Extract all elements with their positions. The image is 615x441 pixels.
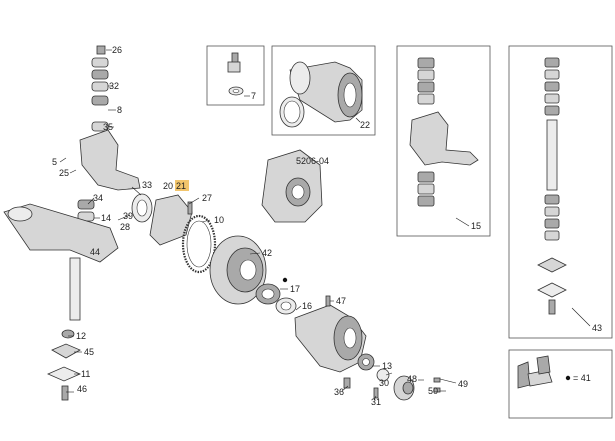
callout-34[interactable]: 34 [93, 193, 103, 203]
callout-27[interactable]: 27 [202, 193, 212, 203]
callout-31[interactable]: 31 [371, 397, 381, 407]
callout-47[interactable]: 47 [336, 296, 346, 306]
callout-16[interactable]: 16 [302, 301, 312, 311]
callout-28[interactable]: 28 [120, 222, 130, 232]
callout-5206-04[interactable]: 5206-04 [296, 156, 329, 166]
callout-39[interactable]: 39 [123, 211, 133, 221]
callout-11[interactable]: 11 [81, 369, 90, 379]
callout-43[interactable]: 43 [592, 323, 602, 333]
inset-box-22[interactable] [271, 45, 376, 136]
housing-5206-04-group [261, 149, 323, 223]
callout-21[interactable]: 21 [176, 181, 186, 191]
abs-ring-group [181, 214, 217, 274]
callout-48[interactable]: 48 [407, 374, 417, 384]
callout-46[interactable]: 46 [77, 384, 87, 394]
highlight-21 [175, 180, 189, 191]
callout-45[interactable]: 45 [84, 347, 94, 357]
callout-25[interactable]: 25 [59, 168, 69, 178]
callout-7[interactable]: 7 [251, 91, 256, 101]
callout-32[interactable]: 32 [109, 81, 119, 91]
callout-35[interactable]: 35 [103, 122, 113, 132]
callout-14[interactable]: 14 [101, 213, 111, 223]
inset-box-7[interactable] [206, 45, 265, 106]
legend-equals-41: = 41 [573, 373, 591, 383]
callout-8[interactable]: 8 [117, 105, 122, 115]
callout-22[interactable]: 22 [360, 120, 370, 130]
callout-26[interactable]: 26 [112, 45, 122, 55]
tool-group [517, 355, 571, 389]
hub-housing-group [279, 61, 363, 128]
bracket-group [131, 193, 193, 246]
steering-knuckle-group [3, 45, 141, 401]
inset-box-41[interactable] [508, 349, 613, 419]
bearing-seal-group [255, 277, 297, 315]
inset-box-15[interactable] [396, 45, 491, 237]
wheel-hub-group [294, 295, 367, 373]
callout-33[interactable]: 33 [142, 180, 152, 190]
callout-30[interactable]: 30 [379, 378, 389, 388]
callout-20[interactable]: 20 [163, 181, 173, 191]
outer-bearing-group [343, 353, 441, 401]
callout-13[interactable]: 13 [382, 361, 392, 371]
leader-lines [59, 49, 591, 401]
kingpin-bearing-stack-group [409, 57, 479, 207]
callout-17[interactable]: 17 [290, 284, 300, 294]
callout-36[interactable]: 36 [334, 387, 344, 397]
callout-42[interactable]: 42 [262, 248, 272, 258]
callout-5[interactable]: 5 [52, 157, 57, 167]
inset-box-43[interactable] [508, 45, 613, 339]
callout-44[interactable]: 44 [90, 247, 100, 257]
grease-fitting-group [227, 52, 244, 96]
callout-15[interactable]: 15 [471, 221, 481, 231]
brake-disc-group [209, 235, 267, 305]
callout-12[interactable]: 12 [76, 331, 86, 341]
kingpin-stack-group [537, 57, 567, 315]
callout-49[interactable]: 49 [458, 379, 468, 389]
callout-50[interactable]: 50 [428, 386, 438, 396]
callout-10[interactable]: 10 [214, 215, 224, 225]
